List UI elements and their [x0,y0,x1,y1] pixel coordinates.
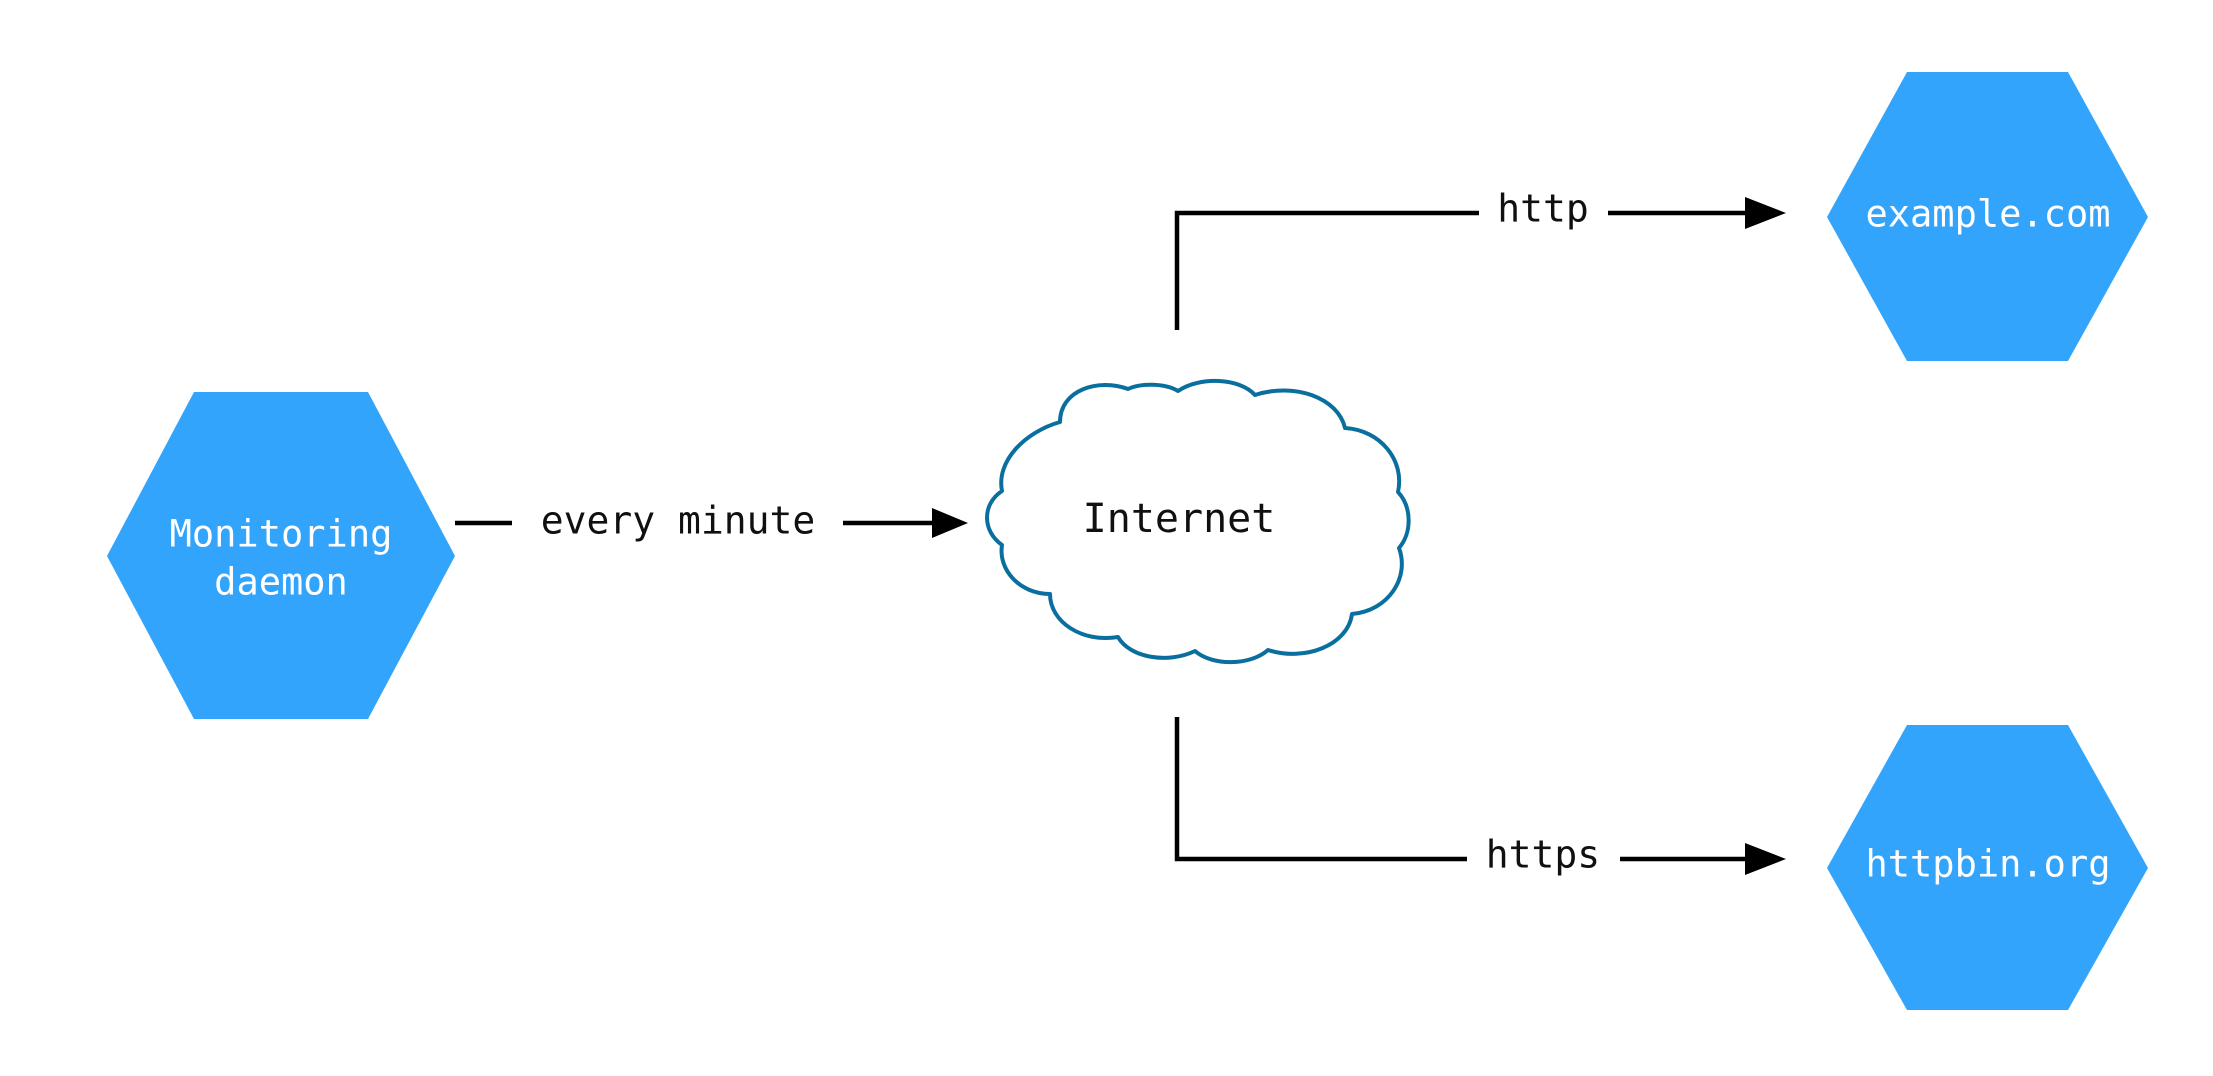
edge-daemon-to-internet[interactable]: every minute [455,499,968,543]
edge-label-http: http [1497,187,1589,231]
node-label-line1: Monitoring [170,513,393,556]
cloud-shape [985,379,1411,665]
edge-path-elbow-down [1174,717,1467,862]
edge-label-every-minute: every minute [541,499,816,543]
hexagon-shape [1827,72,2148,361]
edge-internet-to-httpbin[interactable]: https [1174,717,1786,877]
node-example-com[interactable]: example.com [1827,72,2148,361]
node-label-example-com: example.com [1865,193,2110,236]
node-label-line2: daemon [214,561,348,604]
hexagon-shape [1827,725,2148,1010]
node-label-internet: Internet [1083,496,1276,542]
node-httpbin-org[interactable]: httpbin.org [1827,725,2148,1010]
edge-label-https: https [1486,833,1600,877]
hexagon-shape [107,392,455,719]
arrow-head-icon [1745,197,1786,229]
node-monitoring-daemon[interactable]: Monitoring daemon [107,392,455,719]
node-label-httpbin-org: httpbin.org [1865,843,2110,886]
arrow-head-icon [932,508,968,538]
edge-internet-to-example[interactable]: http [1174,187,1786,331]
edge-path-elbow-up [1174,210,1479,330]
arrow-head-icon [1745,843,1786,875]
node-internet[interactable]: Internet [985,379,1411,665]
